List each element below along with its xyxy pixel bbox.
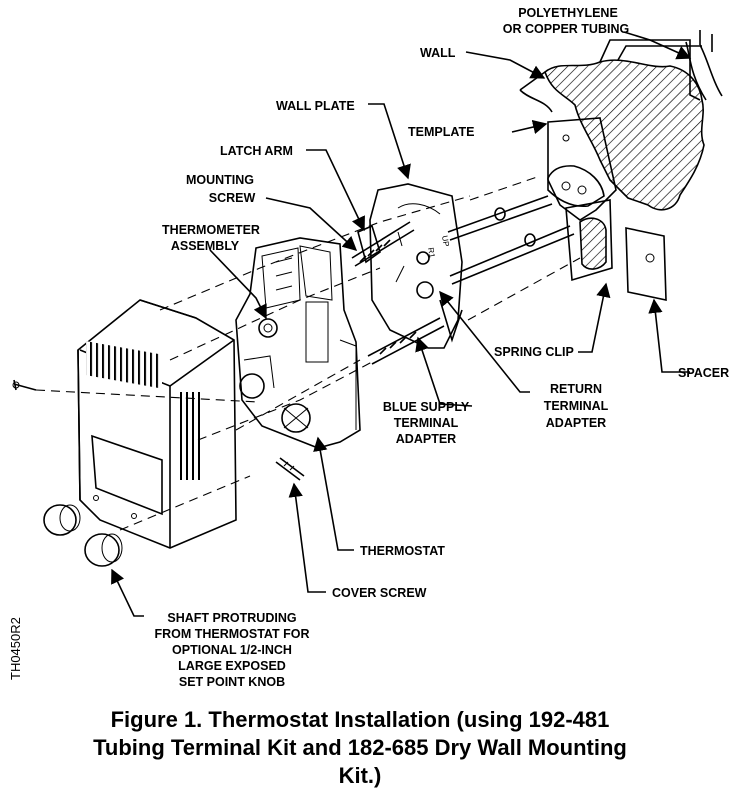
knob-large — [84, 533, 123, 567]
return-adapter-label-line2: TERMINAL — [544, 399, 609, 413]
shaft-note-line5: SET POINT KNOB — [179, 675, 285, 689]
spacer — [625, 227, 667, 301]
mounting-screw-lower — [367, 317, 445, 365]
thermostat-body — [235, 237, 361, 449]
template — [547, 117, 617, 221]
leader-arrows — [111, 31, 692, 617]
adapter-rods — [447, 195, 575, 285]
return-adapter-label-line3: ADAPTER — [546, 416, 606, 430]
thermometer-label-line1: THERMOMETER — [162, 223, 260, 237]
cover-screw — [275, 457, 305, 481]
figure-caption: Figure 1. Thermostat Installation (using… — [0, 706, 720, 790]
spacer-label: SPACER — [678, 366, 729, 380]
mounting-screw-label-line1: MOUNTING — [186, 173, 254, 187]
mounting-screw-upper — [351, 221, 415, 267]
plate-mark-up: UP — [440, 235, 451, 248]
wall-plate: R1 UP — [369, 183, 463, 349]
drawing-id: TH0450R2 — [8, 617, 23, 680]
return-adapter-label-line1: RETURN — [550, 382, 602, 396]
shaft-note-line1: SHAFT PROTRUDING — [167, 611, 296, 625]
thermostat-label: THERMOSTAT — [360, 544, 445, 558]
template-label: TEMPLATE — [408, 125, 474, 139]
plate-mark-r1: R1 — [426, 247, 437, 259]
tubing-label-line2: OR COPPER TUBING — [503, 22, 629, 36]
mounting-screw-label-line2: SCREW — [209, 191, 256, 205]
blue-supply-label-line3: ADAPTER — [396, 432, 456, 446]
shaft-note-line2: FROM THERMOSTAT FOR — [154, 627, 309, 641]
spring-clip-label: SPRING CLIP — [494, 345, 574, 359]
latch-arm — [357, 224, 381, 264]
shaft-note-line4: LARGE EXPOSED — [178, 659, 286, 673]
blue-supply-label-line2: TERMINAL — [394, 416, 459, 430]
tubing-label-line1: POLYETHYLENE — [518, 6, 618, 20]
cover-screw-left — [12, 379, 37, 391]
shaft-note-line3: OPTIONAL 1/2-INCH — [172, 643, 292, 657]
latch-arm-label: LATCH ARM — [220, 144, 293, 158]
blue-supply-label-line1: BLUE SUPPLY — [383, 400, 470, 414]
spring-clip — [565, 199, 613, 282]
wall-plate-label: WALL PLATE — [276, 99, 355, 113]
thermostat-cover — [77, 299, 237, 549]
cover-screw-label: COVER SCREW — [332, 586, 427, 600]
tubing — [599, 30, 723, 101]
alignment-lines — [35, 175, 581, 531]
caption-line-1: Figure 1. Thermostat Installation (using… — [110, 707, 610, 732]
caption-line-2: Tubing Terminal Kit and 182-685 Dry Wall… — [93, 735, 627, 760]
thermometer-label-line2: ASSEMBLY — [171, 239, 240, 253]
caption-line-3: Kit.) — [338, 763, 382, 788]
wall-label: WALL — [420, 46, 456, 60]
knob-small — [43, 504, 81, 536]
